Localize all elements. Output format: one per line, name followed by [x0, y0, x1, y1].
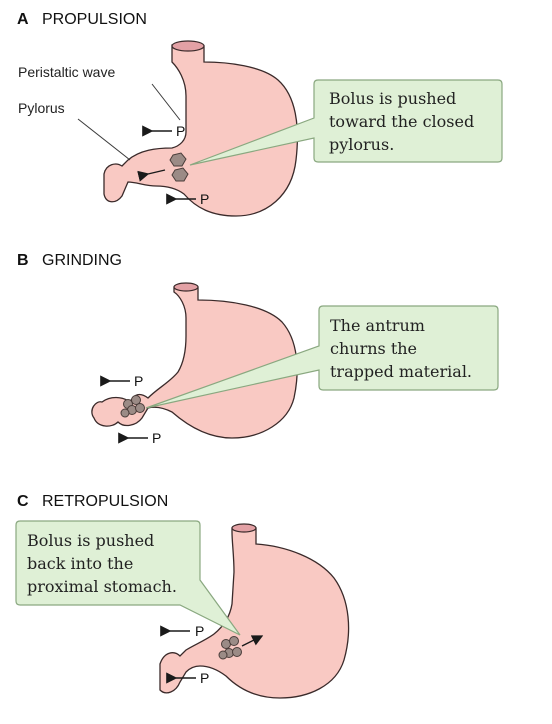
panel-b-title: GRINDING — [42, 252, 122, 269]
callout-a-line-3: pylorus. — [329, 135, 394, 154]
callout-a — [189, 79, 503, 166]
pylorus-leader — [77, 118, 131, 161]
peristaltic-wave-leader — [151, 83, 181, 121]
panel-c: C RETROPULSION P P Bolus is pushed back … — [15, 493, 350, 699]
panel-a-title: PROPULSION — [42, 11, 147, 28]
callout-b — [145, 305, 499, 409]
panel-b: B GRINDING P P The antrum churns the tra… — [17, 252, 499, 446]
bolus-a-1 — [169, 152, 187, 167]
peristaltic-wave-label: Peristaltic wave — [18, 64, 115, 80]
p-marker-b-bottom: P — [152, 430, 161, 446]
arrow-a-bolus — [137, 169, 166, 182]
bolus-b-4 — [135, 403, 145, 413]
stomach-c — [159, 523, 350, 699]
callout-b-line-1: The antrum — [330, 316, 425, 335]
stomach-b — [91, 282, 298, 439]
panel-c-letter: C — [17, 493, 29, 510]
panel-c-title: RETROPULSION — [42, 493, 168, 510]
bolus-c-5 — [218, 650, 228, 660]
callout-c-line-3: proximal stomach. — [27, 577, 177, 596]
bolus-b-5 — [120, 408, 130, 418]
callout-b-line-2: churns the — [330, 339, 417, 358]
p-marker-c-bottom: P — [200, 670, 209, 686]
callout-c-line-1: Bolus is pushed — [27, 531, 154, 550]
callout-c-line-2: back into the — [27, 554, 133, 573]
bolus-b-2 — [131, 395, 141, 405]
bolus-c-4 — [232, 647, 242, 657]
panel-a-letter: A — [17, 11, 29, 28]
callout-a-line-2: toward the closed — [329, 112, 474, 131]
callout-a-line-1: Bolus is pushed — [329, 89, 456, 108]
panel-b-letter: B — [17, 252, 29, 269]
panel-a: A PROPULSION Peristaltic wave Pylorus P … — [17, 11, 503, 217]
arrow-c-retro — [241, 635, 264, 647]
stomach-a — [103, 40, 299, 217]
p-marker-b-top: P — [134, 373, 143, 389]
pylorus-label: Pylorus — [18, 100, 65, 116]
p-marker-a-top: P — [176, 123, 185, 139]
p-marker-a-bottom: P — [200, 191, 209, 207]
callout-b-line-3: trapped material. — [330, 362, 472, 381]
bolus-c-2 — [229, 636, 239, 646]
callout-c — [15, 520, 241, 636]
p-marker-c-top: P — [195, 623, 204, 639]
bolus-a-2 — [171, 167, 189, 182]
